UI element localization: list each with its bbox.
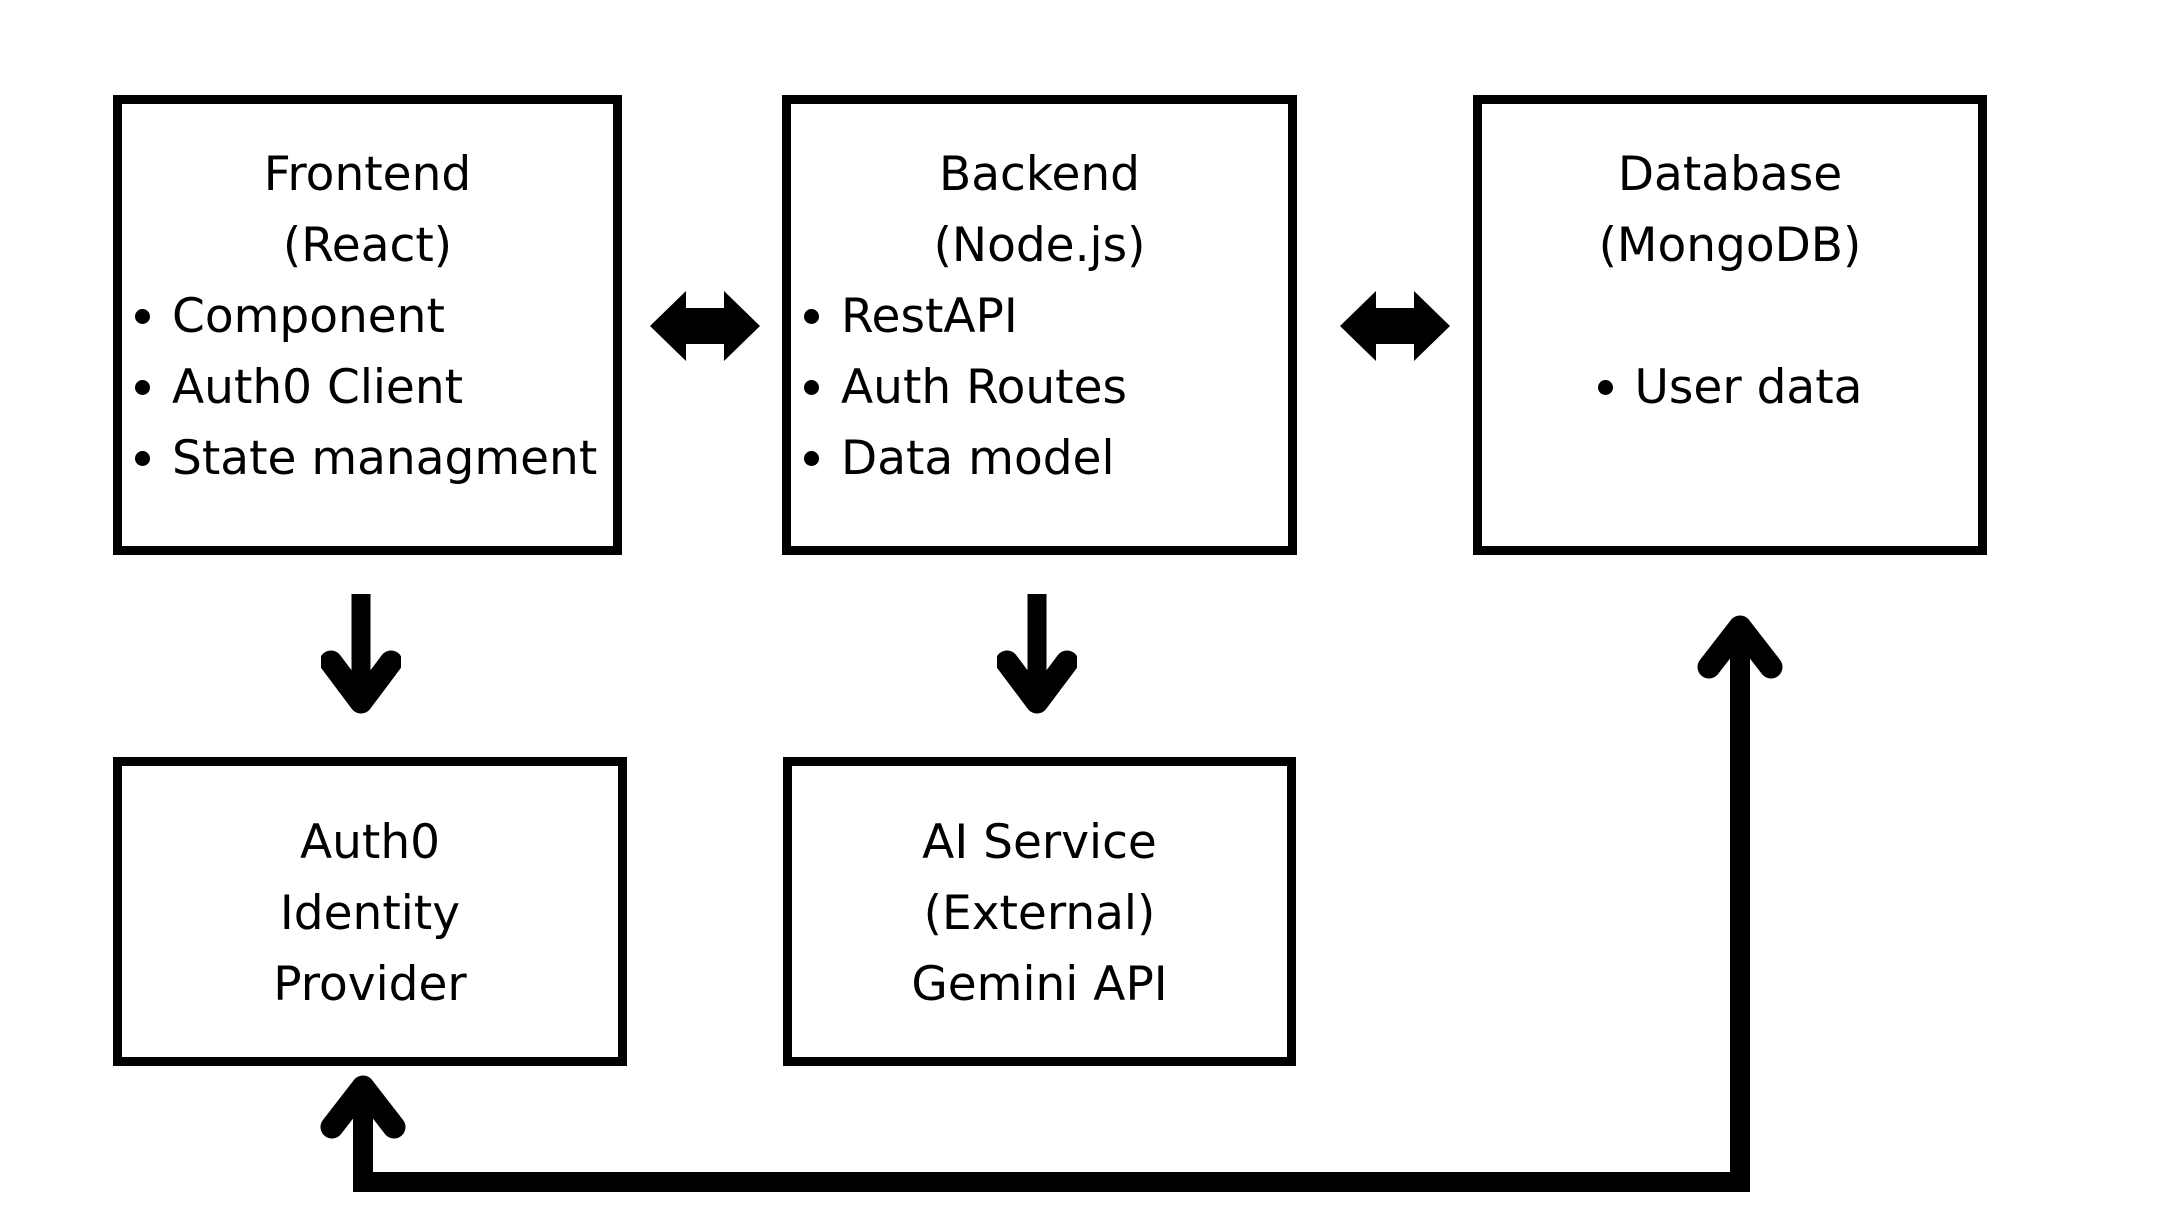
list-item: Auth Routes	[791, 352, 1288, 423]
auth0-line: Auth0	[299, 815, 441, 870]
bullet-text: RestAPI	[841, 289, 1018, 344]
backend-bullet-list: RestAPI Auth Routes Data model	[791, 281, 1288, 494]
frontend-bullet-list: Component Auth0 Client State managment	[122, 281, 613, 494]
auth0-line: Identity	[279, 886, 461, 941]
box-auth0-identity-provider: Auth0 Identity Provider	[113, 757, 627, 1066]
bullet-dot-icon	[804, 309, 819, 324]
list-item: Component	[122, 281, 613, 352]
spacer	[1482, 281, 1978, 352]
bullet-text: Component	[172, 289, 445, 344]
list-item: User data	[1482, 352, 1978, 423]
bullet-dot-icon	[135, 451, 150, 466]
auth0-line: Provider	[273, 957, 467, 1012]
arrow-backend-database-icon	[1340, 291, 1450, 361]
ai-service-line: Gemini API	[911, 957, 1168, 1012]
list-item: RestAPI	[791, 281, 1288, 352]
frontend-title: Frontend	[263, 147, 472, 202]
ai-service-line: (External)	[923, 886, 1156, 941]
backend-title: Backend	[939, 147, 1140, 202]
list-item: Data model	[791, 423, 1288, 494]
bullet-text: State managment	[172, 431, 598, 486]
arrow-backend-ai-service-icon	[997, 594, 1077, 714]
bullet-dot-icon	[804, 451, 819, 466]
list-item: Auth0 Client	[122, 352, 613, 423]
bullet-text: Auth Routes	[841, 360, 1128, 415]
bullet-dot-icon	[135, 380, 150, 395]
bullet-dot-icon	[1597, 380, 1613, 395]
bullet-dot-icon	[135, 309, 150, 324]
box-ai-service: AI Service (External) Gemini API	[783, 757, 1296, 1066]
bullet-dot-icon	[804, 380, 819, 395]
backend-subtitle: (Node.js)	[933, 218, 1146, 273]
bullet-text: Data model	[841, 431, 1115, 486]
database-bullet-list: User data	[1482, 352, 1978, 423]
box-frontend: Frontend (React) Component Auth0 Client …	[113, 95, 622, 555]
list-item: State managment	[122, 423, 613, 494]
bullet-text: Auth0 Client	[172, 360, 464, 415]
frontend-subtitle: (React)	[282, 218, 453, 273]
database-title: Database	[1617, 147, 1843, 202]
arrow-frontend-auth0-icon	[321, 594, 401, 714]
bullet-text: User data	[1634, 360, 1863, 415]
box-backend: Backend (Node.js) RestAPI Auth Routes Da…	[782, 95, 1297, 555]
database-subtitle: (MongoDB)	[1598, 218, 1862, 273]
ai-service-line: AI Service	[922, 815, 1157, 870]
box-database: Database (MongoDB) User data	[1473, 95, 1987, 555]
arrow-frontend-backend-icon	[650, 291, 760, 361]
